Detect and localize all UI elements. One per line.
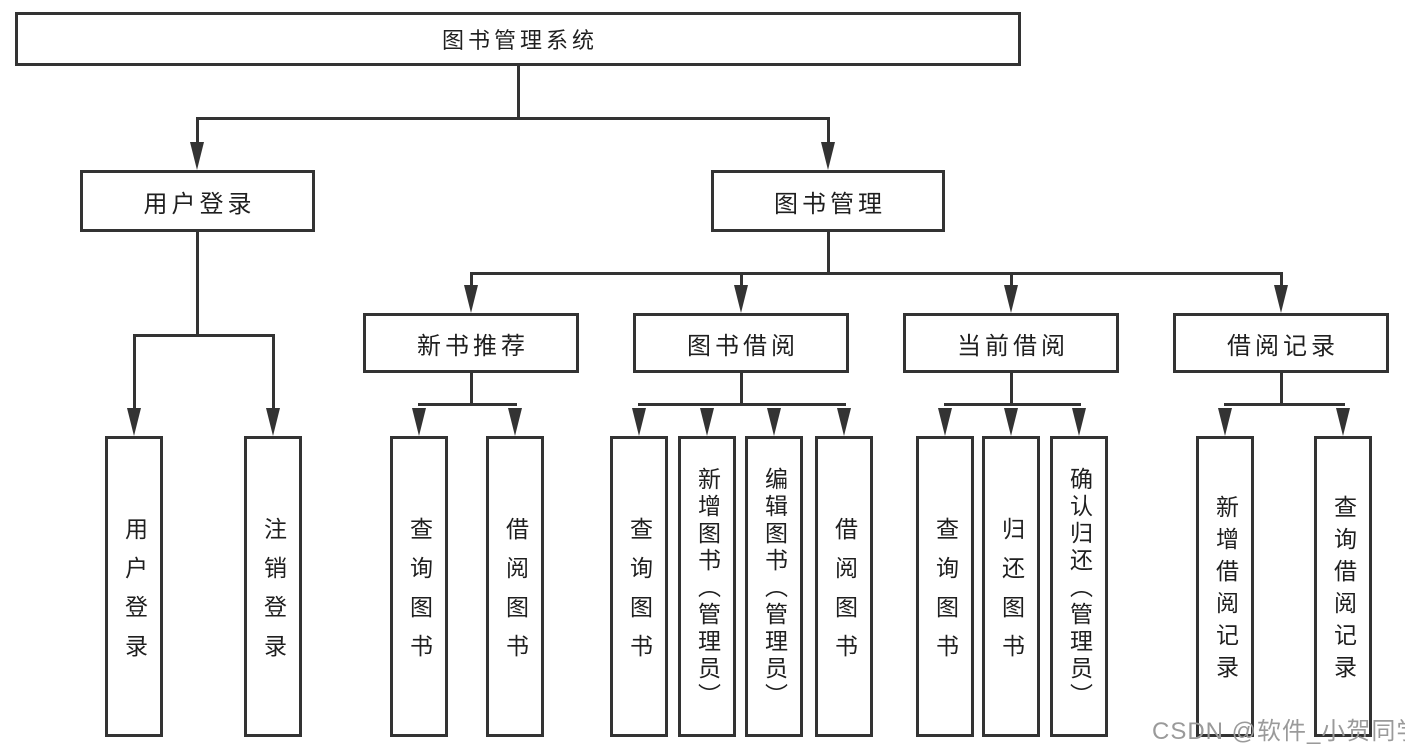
arrowhead-down	[1004, 285, 1018, 313]
node-query-borrow-record: 查询借阅记录	[1314, 436, 1372, 737]
node-label: 查询图书	[406, 516, 433, 673]
node-recommend-query-books: 查询图书	[390, 436, 448, 737]
connector-line	[827, 117, 830, 145]
node-label: 注销登录	[260, 516, 287, 673]
arrowhead-down	[734, 285, 748, 313]
node-borrow-books: 借阅图书	[815, 436, 873, 737]
connector-line	[196, 117, 830, 120]
node-label: 新增图书（管理员）	[694, 467, 721, 710]
node-label: 借阅图书	[502, 516, 529, 673]
arrowhead-down	[1274, 285, 1288, 313]
node-label: 归还图书	[998, 516, 1025, 673]
arrowhead-down	[464, 285, 478, 313]
node-label: 图书管理	[774, 190, 886, 218]
connector-line	[133, 334, 275, 337]
connector-line	[1224, 403, 1345, 406]
node-label: 编辑图书（管理员）	[761, 467, 788, 710]
arrowhead-down	[767, 408, 781, 436]
node-add-books-admin: 新增图书（管理员）	[678, 436, 736, 737]
node-return-books: 归还图书	[982, 436, 1040, 737]
node-user-login-leaf: 用户登录	[105, 436, 163, 737]
node-label: 借阅图书	[831, 516, 858, 673]
node-label: 新书推荐	[417, 332, 529, 360]
arrowhead-down	[821, 142, 835, 170]
node-label: 用户登录	[143, 190, 256, 218]
connector-line	[1280, 373, 1283, 406]
arrowhead-down	[938, 408, 952, 436]
node-label: 当前借阅	[957, 332, 1069, 360]
node-library-management-system: 图书管理系统	[15, 12, 1021, 66]
node-book-borrowing: 图书借阅	[633, 313, 849, 373]
arrowhead-down	[632, 408, 646, 436]
arrowhead-down	[190, 142, 204, 170]
watermark: CSDN @软件_小贺同学	[1152, 718, 1405, 745]
arrowhead-down	[1336, 408, 1350, 436]
node-book-management: 图书管理	[711, 170, 945, 232]
arrowhead-down	[508, 408, 522, 436]
node-label: 图书管理系统	[441, 28, 598, 53]
node-edit-books-admin: 编辑图书（管理员）	[745, 436, 803, 737]
connector-line	[638, 403, 846, 406]
arrowhead-down	[412, 408, 426, 436]
connector-line	[740, 272, 743, 287]
arrowhead-down	[1072, 408, 1086, 436]
node-borrowing-query-books: 查询图书	[610, 436, 668, 737]
connector-line	[418, 403, 517, 406]
arrowhead-down	[700, 408, 714, 436]
arrowhead-down	[1218, 408, 1232, 436]
node-user-login: 用户登录	[80, 170, 315, 232]
connector-line	[1280, 272, 1283, 287]
node-borrowing-records: 借阅记录	[1173, 313, 1389, 373]
arrowhead-down	[127, 408, 141, 436]
connector-line	[827, 232, 830, 275]
node-new-book-recommendation: 新书推荐	[363, 313, 579, 373]
connector-line	[196, 232, 199, 337]
connector-line	[470, 373, 473, 406]
node-label: 查询图书	[932, 516, 959, 673]
node-logout: 注销登录	[244, 436, 302, 737]
connector-line	[196, 117, 199, 145]
node-current-query-books: 查询图书	[916, 436, 974, 737]
arrowhead-down	[1004, 408, 1018, 436]
node-recommend-borrow-books: 借阅图书	[486, 436, 544, 737]
connector-line	[470, 272, 1283, 275]
connector-line	[740, 373, 743, 406]
connector-line	[1010, 272, 1013, 287]
node-label: 查询借阅记录	[1330, 495, 1357, 687]
node-label: 查询图书	[626, 516, 653, 673]
arrowhead-down	[266, 408, 280, 436]
node-current-borrowing: 当前借阅	[903, 313, 1119, 373]
connector-line	[470, 272, 473, 287]
node-label: 借阅记录	[1227, 332, 1339, 360]
node-confirm-return-admin: 确认归还（管理员）	[1050, 436, 1108, 737]
connector-line	[1010, 373, 1013, 406]
node-label: 用户登录	[121, 516, 148, 673]
node-label: 新增借阅记录	[1212, 495, 1239, 687]
node-label: 确认归还（管理员）	[1066, 467, 1093, 710]
connector-line	[517, 66, 520, 118]
connector-line	[944, 403, 1081, 406]
connector-line	[272, 334, 275, 410]
connector-line	[133, 334, 136, 410]
node-add-borrow-record: 新增借阅记录	[1196, 436, 1254, 737]
node-label: 图书借阅	[687, 332, 799, 360]
arrowhead-down	[837, 408, 851, 436]
